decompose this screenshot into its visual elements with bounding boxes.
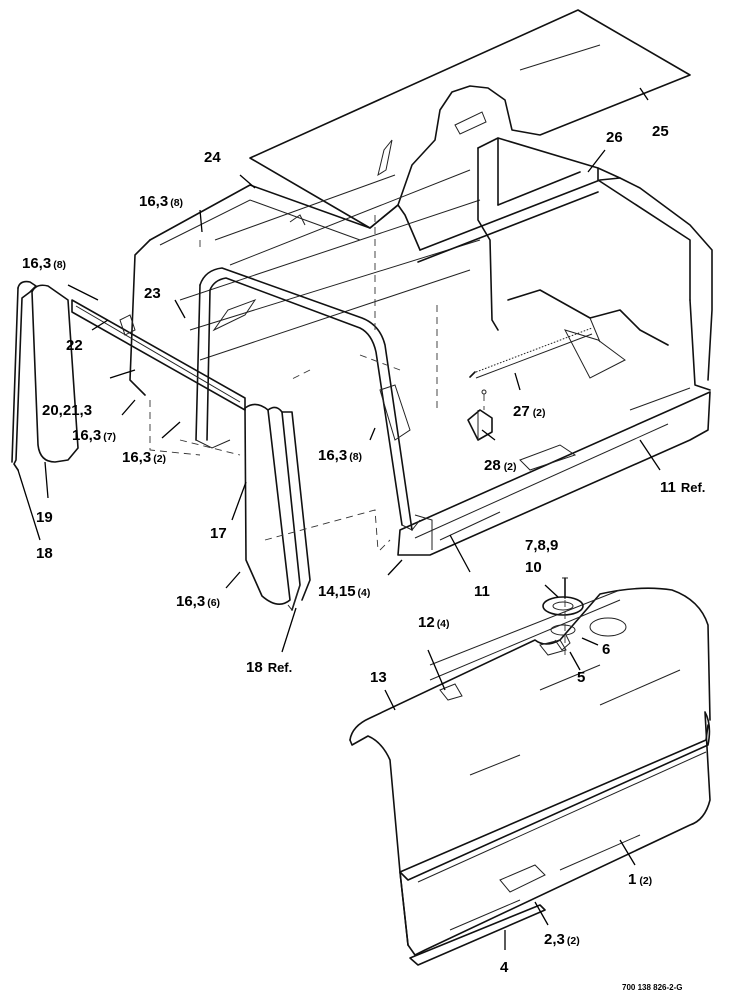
callout-16-3-8-center: 16,3(8) [318, 447, 362, 464]
callout-20-21-3: 20,21,3 [42, 402, 92, 419]
callout-19: 19 [36, 509, 53, 526]
rubber-strip-part-18 [11, 280, 37, 471]
callout-7-8-9: 7,8,9 [525, 537, 558, 554]
front-cover-part-13 [349, 587, 711, 873]
assembly-dash-lines [149, 215, 438, 551]
top-cover-part-25 [249, 9, 691, 229]
callout-4: 4 [500, 959, 509, 976]
callout-5: 5 [577, 669, 585, 686]
callout-6: 6 [602, 641, 610, 658]
cross-bar-part-22 [71, 299, 246, 411]
leader-arrows [17, 87, 661, 950]
callout-13: 13 [370, 669, 387, 686]
callout-16-3-2: 16,3(2) [122, 449, 166, 466]
callout-18: 18 [36, 545, 53, 562]
callout-26: 26 [606, 129, 623, 146]
lower-cover-part-1 [399, 711, 711, 956]
callout-27: 27(2) [513, 403, 546, 420]
fuel-cap-parts [542, 577, 584, 655]
frame-cage-part-26 [417, 137, 713, 391]
bracket-part-28 [467, 389, 493, 441]
callout-24: 24 [204, 149, 221, 166]
callout-16-3-8-top: 16,3(8) [139, 193, 183, 210]
hoop-frame [195, 267, 421, 531]
callout-labels: 25 26 24 16,3(8) 16,3(8) 23 22 20,21,3 1… [22, 123, 705, 992]
callout-16-3-8-left: 16,3(8) [22, 255, 66, 272]
callout-25: 25 [652, 123, 669, 140]
callout-12-4: 12(4) [418, 614, 450, 631]
callout-22: 22 [66, 337, 83, 354]
front-shield-part-17 [244, 403, 311, 612]
spring-part-27 [469, 327, 593, 379]
callout-16-3-7: 16,3(7) [72, 427, 116, 444]
callout-23: 23 [144, 285, 161, 302]
callout-2-3-2: 2,3(2) [544, 931, 580, 948]
callout-16-3-6: 16,3(6) [176, 593, 220, 610]
figure-code: 700 138 826-2-G [622, 983, 683, 992]
callout-14-15-4: 14,15(4) [318, 583, 370, 600]
callout-28: 28(2) [484, 457, 517, 474]
callout-17: 17 [210, 525, 227, 542]
bottom-strip-part-4 [409, 904, 546, 966]
base-rail-part-11 [397, 387, 711, 556]
side-shield-part-19 [31, 284, 79, 463]
callout-11: 11 [474, 583, 490, 600]
rear-panel-part-24 [129, 139, 481, 396]
callout-1-2: 1(2) [628, 871, 652, 888]
callout-10: 10 [525, 559, 542, 576]
